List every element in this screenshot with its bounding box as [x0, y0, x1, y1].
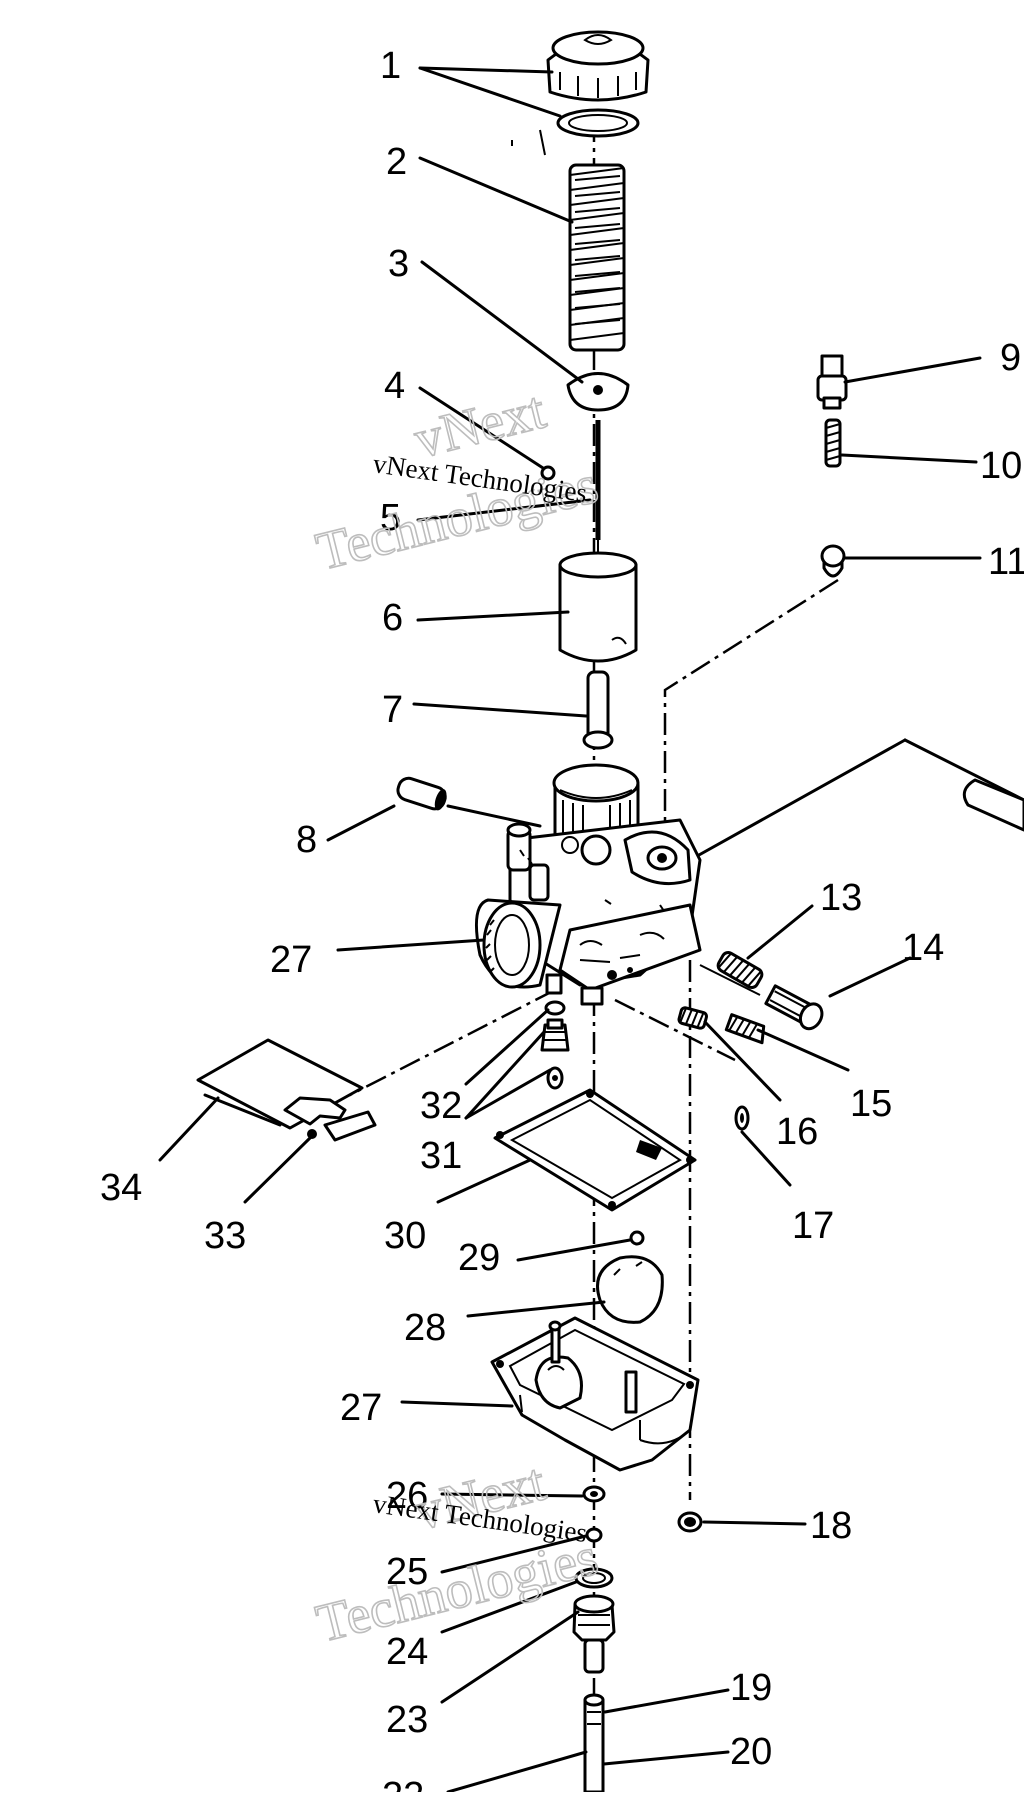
- callout-23: 23: [386, 1699, 428, 1741]
- callout-4: 4: [384, 365, 405, 407]
- callout-27-body: 27: [270, 939, 312, 981]
- choke-part-9: [816, 354, 848, 410]
- callout-29: 29: [458, 1237, 500, 1279]
- callout-16: 16: [776, 1111, 818, 1153]
- oring-part-17: [734, 1105, 750, 1131]
- spring-part-13: [716, 951, 764, 989]
- callout-17: 17: [792, 1205, 834, 1247]
- callout-14: 14: [902, 927, 944, 969]
- cap-part-1: [546, 30, 650, 138]
- leader-lines: [158, 66, 982, 1794]
- callout-22: 22: [382, 1775, 424, 1792]
- callout-15: 15: [850, 1083, 892, 1125]
- callout-24: 24: [386, 1631, 428, 1673]
- carburetor-body: [474, 738, 1024, 1006]
- gasket-part-30: [493, 1088, 697, 1212]
- callout-30: 30: [384, 1215, 426, 1257]
- jet-part-31: [540, 1018, 570, 1090]
- callout-1: 1: [380, 45, 401, 87]
- main-jet-part-23: [572, 1594, 616, 1674]
- slide-part-6: [558, 551, 638, 663]
- callout-26: 26: [386, 1475, 428, 1517]
- float-part-28: [596, 1255, 664, 1324]
- callout-11: 11: [988, 541, 1024, 583]
- bracket-part-33: [283, 1096, 377, 1142]
- screw-part-14: [764, 984, 824, 1031]
- callout-3: 3: [388, 243, 409, 285]
- callout-19: 19: [730, 1667, 772, 1709]
- callout-5: 5: [380, 497, 401, 539]
- callout-9: 9: [1000, 337, 1021, 379]
- callout-10: 10: [980, 445, 1022, 487]
- spring-part-16: [677, 1006, 708, 1030]
- callout-31: 31: [420, 1135, 462, 1177]
- callout-32: 32: [420, 1085, 462, 1127]
- screw-part-18: [677, 1511, 703, 1533]
- plunger-part-11: [820, 544, 846, 578]
- callout-labels: 1 2 3 4 5 6 7 8 9 10 11 13 14 15 16 17 1…: [100, 45, 1024, 1797]
- jet-part-7: [582, 670, 614, 750]
- callout-27-bowl: 27: [340, 1387, 382, 1429]
- clip-part-4: [540, 465, 556, 481]
- callout-7: 7: [382, 689, 403, 731]
- spring-part-10: [824, 418, 842, 468]
- callout-33: 33: [204, 1215, 246, 1257]
- callout-28: 28: [404, 1307, 446, 1349]
- oring-part-24: [574, 1567, 614, 1589]
- emulsion-tube-part-19: [583, 1693, 605, 1794]
- callout-6: 6: [382, 597, 403, 639]
- callout-13: 13: [820, 877, 862, 919]
- callout-34: 34: [100, 1167, 142, 1209]
- callout-18: 18: [810, 1505, 852, 1547]
- float-bowl-part-27: [490, 1316, 700, 1472]
- plug-part-8: [396, 776, 447, 811]
- watermark-upper: vNext Technologies vNext Technologies: [310, 379, 605, 583]
- callout-8: 8: [296, 819, 317, 861]
- choke-axis: [663, 578, 839, 860]
- watermark-large-4: Technologies: [310, 1526, 603, 1654]
- spring-part-2: [568, 163, 626, 352]
- pin-part-29: [629, 1230, 645, 1246]
- callout-2: 2: [386, 141, 407, 183]
- washer-part-32: [544, 1000, 566, 1016]
- callout-20: 20: [730, 1731, 772, 1773]
- oring-part-26: [582, 1485, 606, 1503]
- screw-part-15: [724, 1013, 766, 1045]
- callout-25: 25: [386, 1551, 428, 1593]
- pilot-axis: [614, 998, 736, 1062]
